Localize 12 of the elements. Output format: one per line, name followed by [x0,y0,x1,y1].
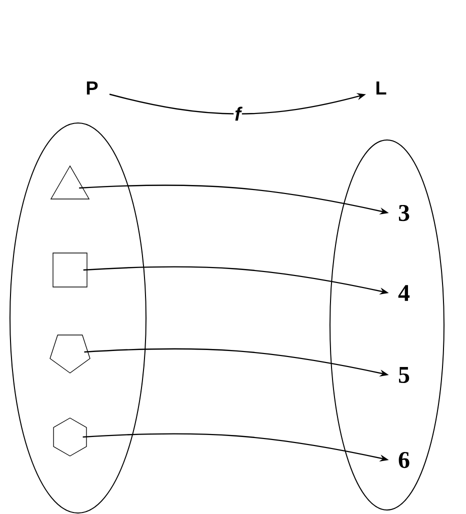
pentagon-shape [50,334,90,374]
edge-label: f [234,106,242,122]
number-label: 6 [398,452,410,468]
set-label: P [86,81,98,95]
square-shape [52,252,88,288]
ellipse [330,140,444,510]
number-label: 4 [398,285,410,301]
ellipse [10,122,146,514]
number-label: 3 [398,204,410,222]
number-label: 5 [398,367,410,383]
hexagon-shape [53,418,87,456]
set-label: L [376,81,386,95]
